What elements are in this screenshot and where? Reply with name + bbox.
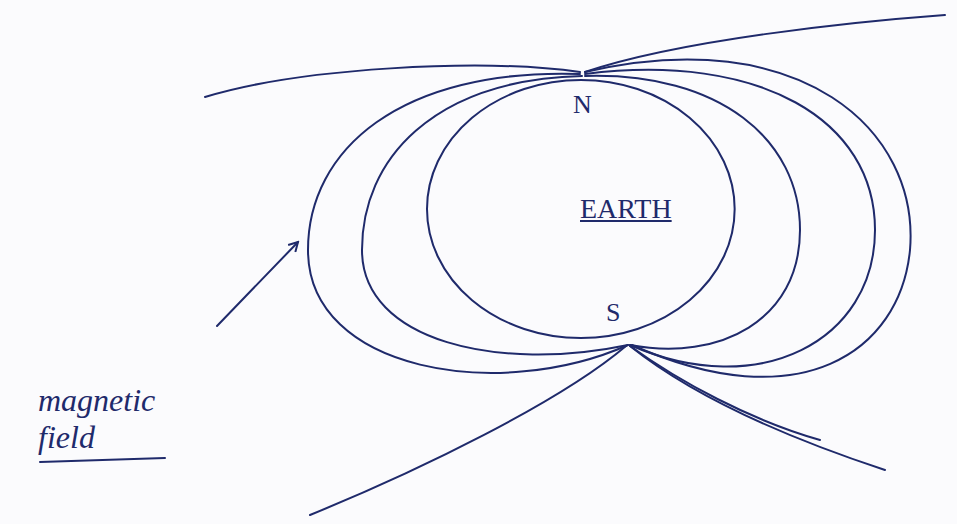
pole-label: S	[606, 298, 620, 328]
pole-label: N	[573, 90, 592, 120]
planet-name: EARTH	[580, 193, 672, 225]
callout-label: magnetic field	[38, 382, 188, 456]
